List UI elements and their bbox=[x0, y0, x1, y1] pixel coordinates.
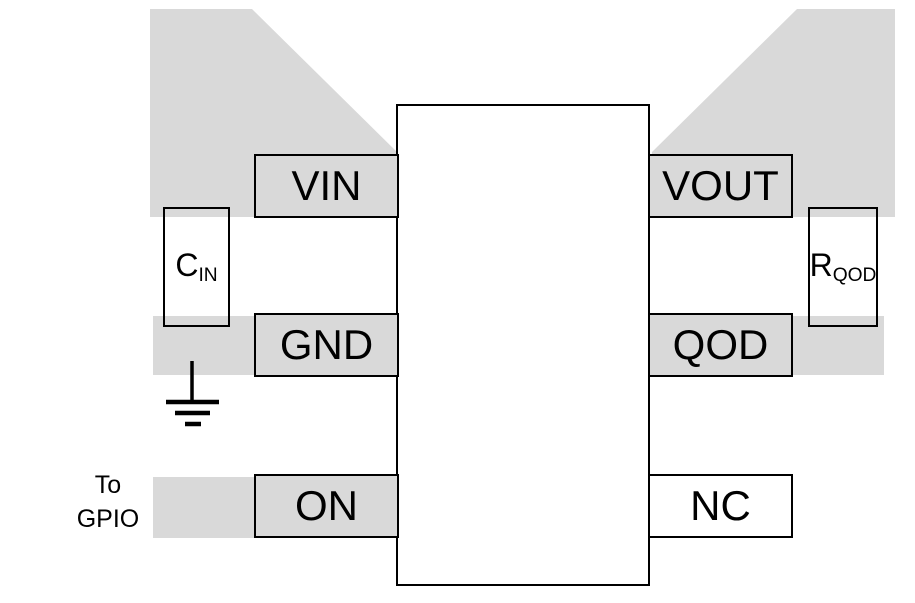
pin-vin-label: VIN bbox=[291, 162, 362, 209]
qod-resistor-label-sub: QOD bbox=[832, 264, 877, 286]
pin-gnd: GND bbox=[254, 313, 399, 377]
input-capacitor-label-sub: IN bbox=[198, 264, 218, 286]
pin-nc: NC bbox=[648, 474, 793, 538]
to-gpio-label-line2: GPIO bbox=[76, 505, 140, 533]
pin-on: ON bbox=[254, 474, 399, 538]
pin-gnd-label: GND bbox=[279, 321, 374, 368]
to-gpio-label: To GPIO bbox=[48, 468, 168, 536]
qod-resistor-box: RQOD bbox=[808, 207, 878, 327]
pin-on-label: ON bbox=[295, 482, 358, 529]
to-gpio-label-line1: To bbox=[94, 471, 122, 499]
pin-vout: VOUT bbox=[648, 154, 793, 218]
pin-vin: VIN bbox=[254, 154, 399, 218]
pin-qod-label: QOD bbox=[672, 321, 769, 368]
pin-qod: QOD bbox=[648, 313, 793, 377]
pin-vout-label: VOUT bbox=[662, 162, 779, 209]
input-capacitor-label: CIN bbox=[175, 249, 217, 285]
ic-body bbox=[396, 104, 650, 586]
pin-nc-label: NC bbox=[690, 482, 751, 529]
ground-symbol bbox=[166, 361, 219, 427]
qod-resistor-label-base: R bbox=[809, 247, 833, 283]
input-capacitor-box: CIN bbox=[163, 207, 230, 327]
input-capacitor-label-base: C bbox=[175, 247, 199, 283]
qod-resistor-label: RQOD bbox=[810, 249, 877, 285]
